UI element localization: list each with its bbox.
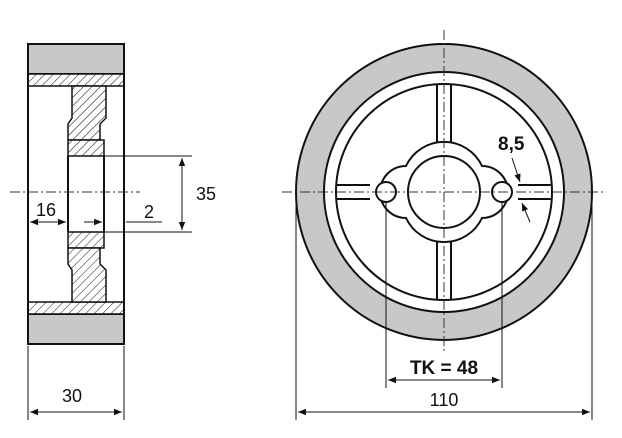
hub-lower (67, 231, 105, 249)
dim-outer-diameter: 110 (430, 390, 459, 410)
dim-hub-offset: 16 (36, 200, 56, 220)
dim-hub-bore: 35 (196, 184, 216, 204)
rim-top (27, 73, 125, 87)
hub-upper (67, 139, 105, 157)
web-lower (67, 247, 107, 303)
web-upper (67, 85, 107, 141)
side-section-view: 35 16 2 30 (10, 43, 216, 420)
dim-hub-gap: 2 (144, 202, 154, 222)
rim-bottom (27, 301, 125, 315)
dim-bolt-circle: TK = 48 (410, 358, 478, 379)
tread-bottom (27, 313, 125, 345)
front-view: 8,5 TK = 48 110 (282, 30, 606, 420)
dim-side-width: 30 (62, 386, 82, 406)
dim-hole-diameter: 8,5 (498, 134, 525, 155)
side-outline (27, 43, 125, 345)
tread-top (27, 43, 125, 75)
